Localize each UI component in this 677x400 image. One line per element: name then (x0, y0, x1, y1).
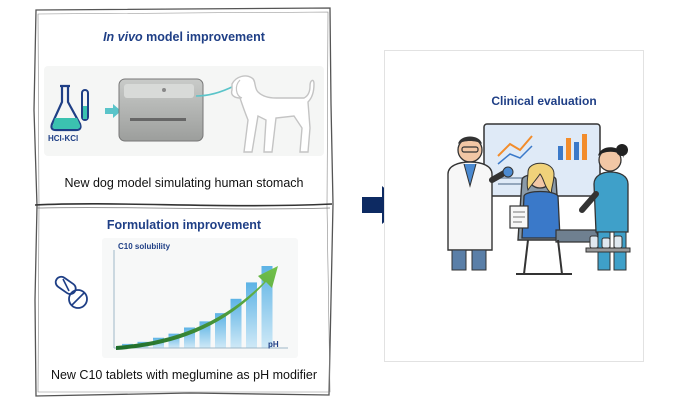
dog-outline-icon (196, 75, 315, 153)
clinical-title: Clinical evaluation (491, 94, 597, 108)
solubility-chart (113, 250, 288, 350)
dog-model-caption: New dog model simulating human stomach (64, 176, 304, 190)
medicine-cart (585, 247, 631, 253)
next-step-arrow-icon (362, 186, 404, 224)
acid-label: HCl-KCl (48, 134, 79, 143)
doctor-figure (447, 136, 514, 271)
in-vivo-title: In vivo model improvement (103, 30, 265, 44)
bar-6 (199, 321, 211, 348)
chart-xlabel: pH (268, 340, 279, 349)
bar-4 (168, 333, 180, 348)
bar-9 (246, 282, 257, 348)
formulation-title: Formulation improvement (106, 218, 262, 232)
right-arrow-icon (105, 104, 121, 118)
patient-figure (509, 162, 601, 275)
bar-7 (215, 313, 226, 348)
flask-icon (50, 84, 89, 132)
bar-5 (184, 327, 195, 348)
device-image (118, 78, 204, 142)
chart-ylabel: C10 solubility (118, 242, 171, 251)
clinical-scene-illustration (447, 123, 631, 275)
trend-arrow (116, 266, 278, 350)
bar-8 (230, 298, 242, 348)
tablets-caption: New C10 tablets with meglumine as pH mod… (50, 368, 318, 382)
pills-icon (54, 275, 88, 309)
bar-10 (261, 266, 273, 348)
